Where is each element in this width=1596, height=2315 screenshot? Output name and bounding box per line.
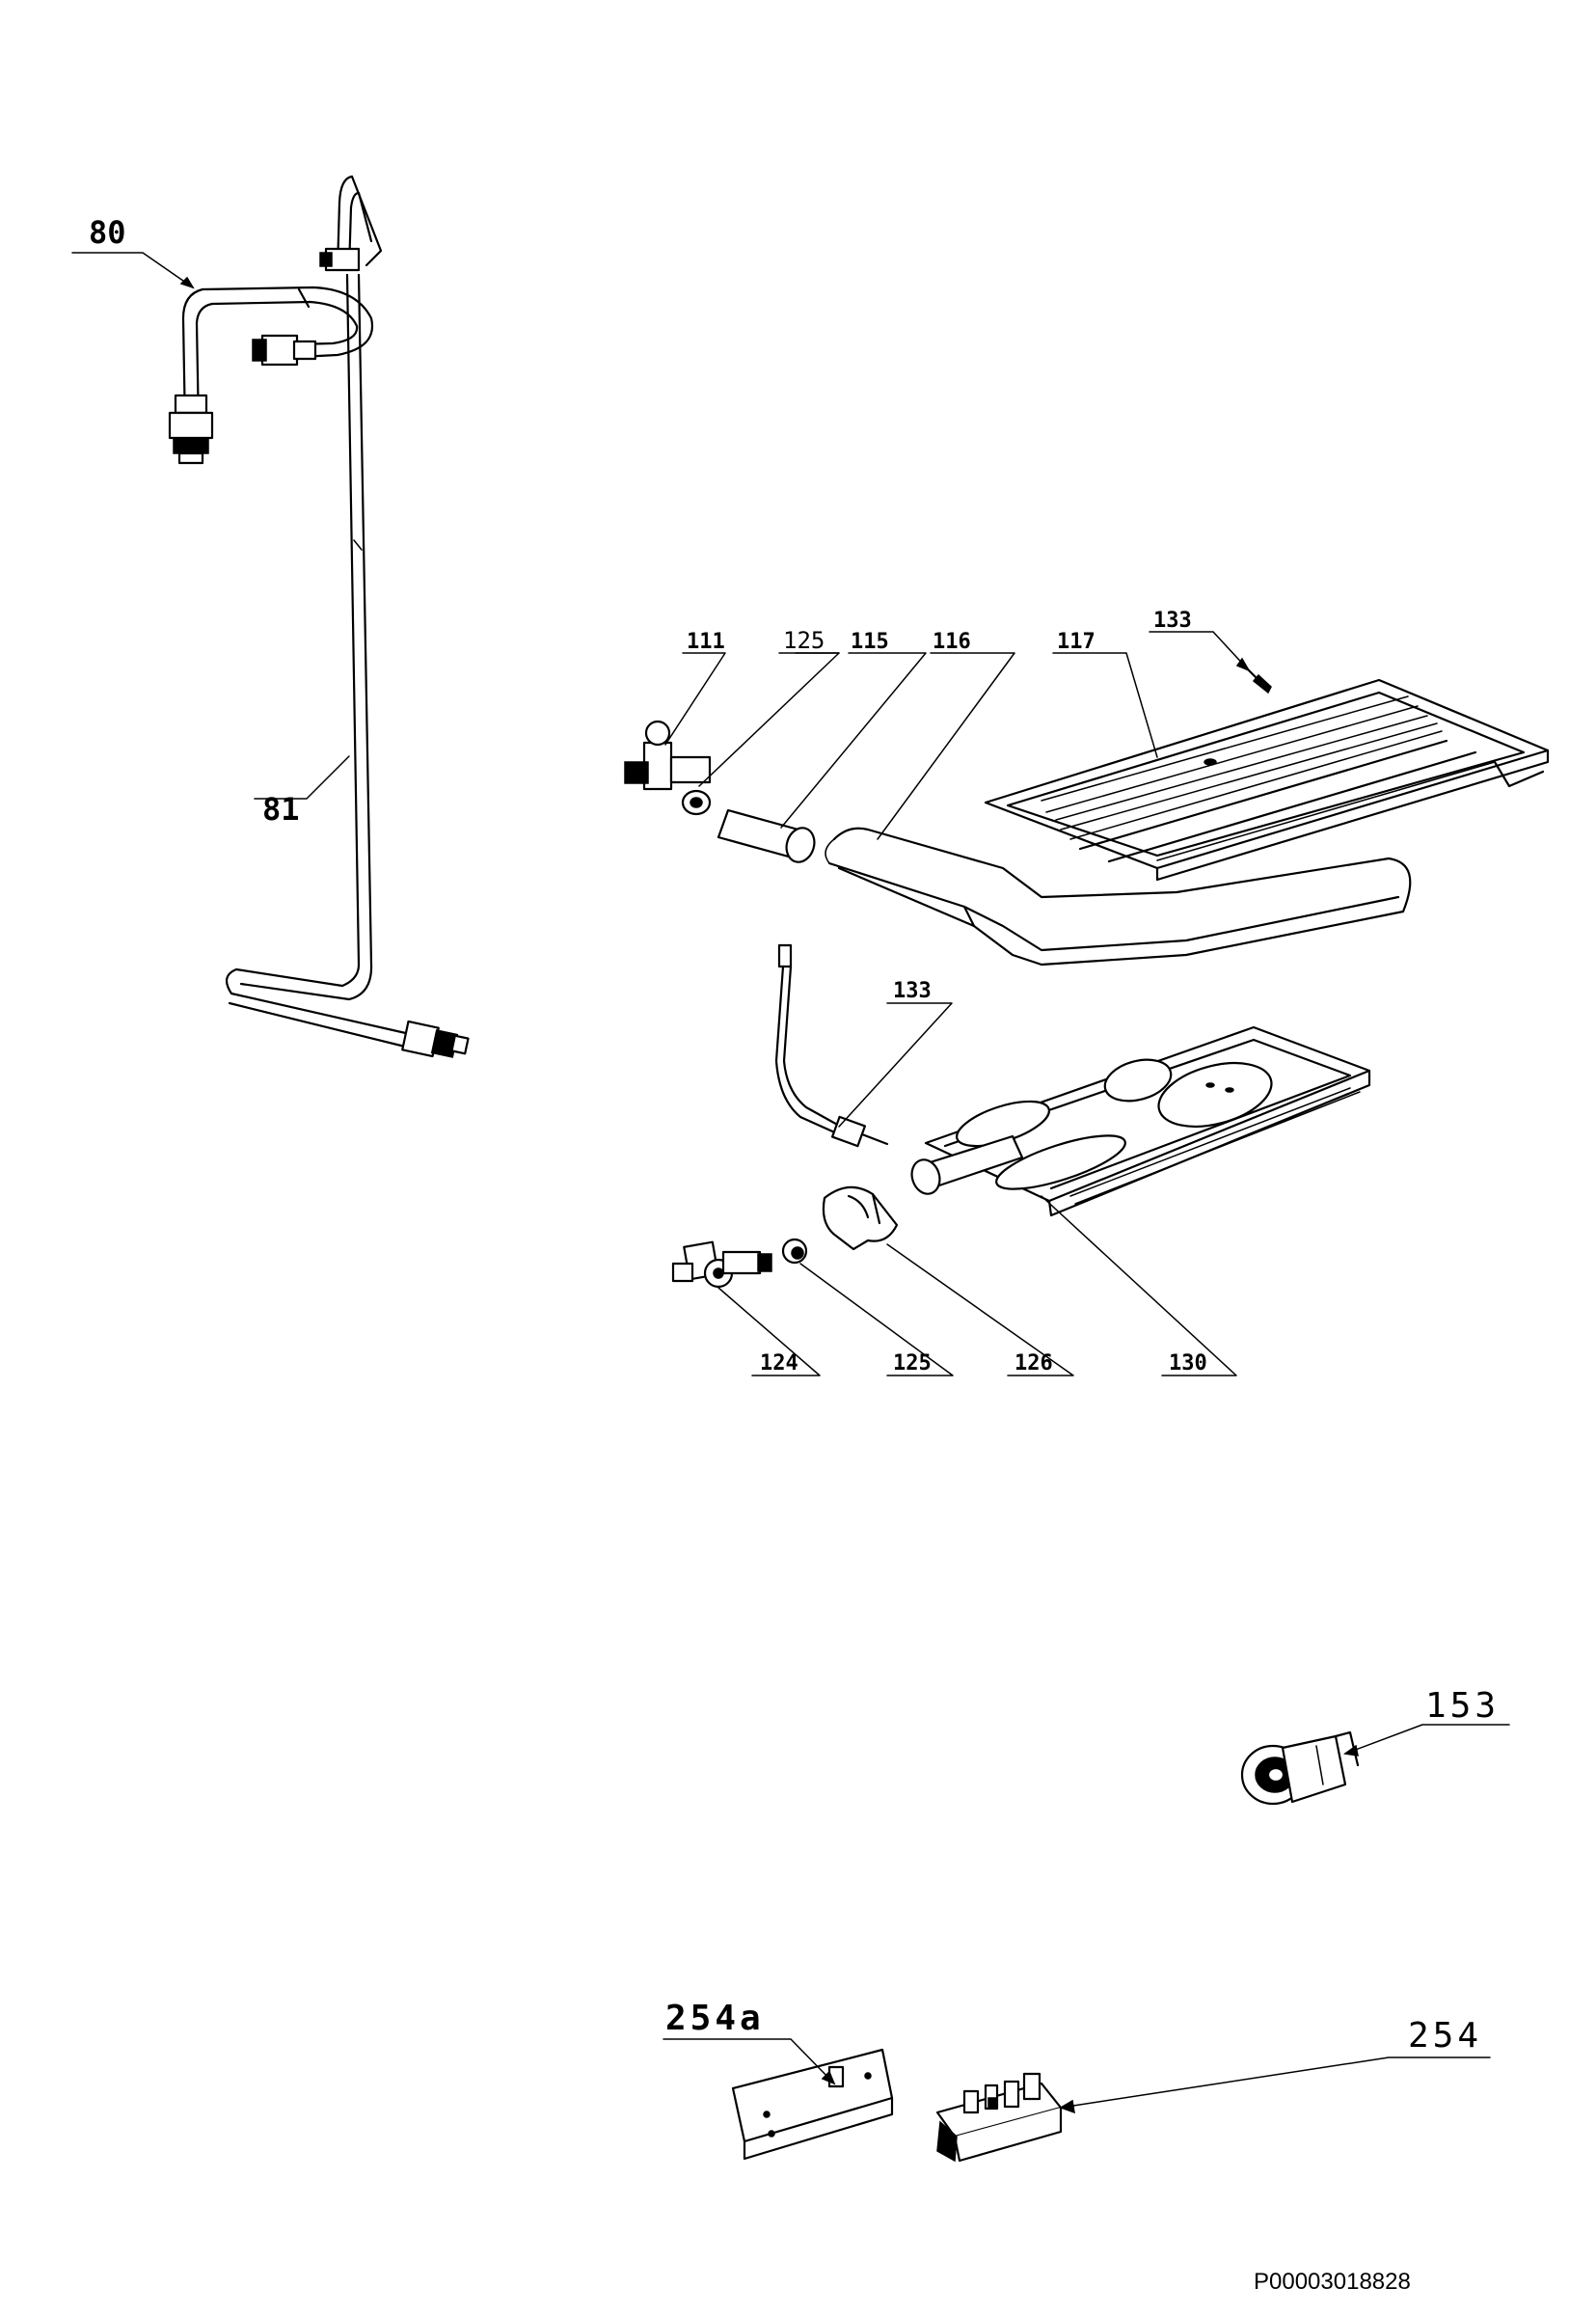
label-153: 153 <box>1425 1686 1500 1726</box>
part-115-sleeve <box>717 808 816 863</box>
leader-lines <box>71 252 1510 2109</box>
part-126-clamp <box>822 1185 899 1251</box>
part-80-gas-pipe <box>168 175 383 465</box>
label-80: 80 <box>89 214 126 251</box>
label-111: 111 <box>687 630 725 654</box>
part-254-ignition-generator <box>935 2072 1063 2163</box>
reference-code: P00003018828 <box>1254 2269 1411 2295</box>
label-115: 115 <box>851 630 889 654</box>
label-254: 254 <box>1408 2016 1482 2056</box>
part-labels: 80 81 111 125 115 116 117 133 133 124 12… <box>89 214 1500 2056</box>
label-133-top: 133 <box>1153 609 1192 633</box>
part-111-injector-elbow <box>624 720 712 791</box>
part-153-knob <box>1240 1730 1360 1806</box>
label-81: 81 <box>262 791 300 828</box>
label-124: 124 <box>760 1351 798 1375</box>
part-117-spreader-plate <box>984 678 1550 882</box>
label-133-mid: 133 <box>893 979 932 1003</box>
label-117: 117 <box>1057 630 1096 654</box>
label-130: 130 <box>1169 1351 1207 1375</box>
leader-arrowheads <box>179 276 1359 2114</box>
part-125-washer-lower <box>781 1238 808 1265</box>
label-254a: 254a <box>665 1999 765 2038</box>
label-125-top: 125 <box>783 627 825 654</box>
part-116-burner-tube <box>825 827 1412 967</box>
label-126: 126 <box>1014 1351 1053 1375</box>
label-125: 125 <box>893 1351 932 1375</box>
part-125-washer-top <box>681 789 712 816</box>
part-124-injector-holder <box>671 1240 772 1289</box>
part-130-grill-burner <box>910 1025 1371 1217</box>
part-254a-plate <box>731 2048 894 2161</box>
label-116: 116 <box>933 630 971 654</box>
part-81-long-pipe <box>225 273 470 1058</box>
part-133-thermocouple <box>774 943 889 1148</box>
